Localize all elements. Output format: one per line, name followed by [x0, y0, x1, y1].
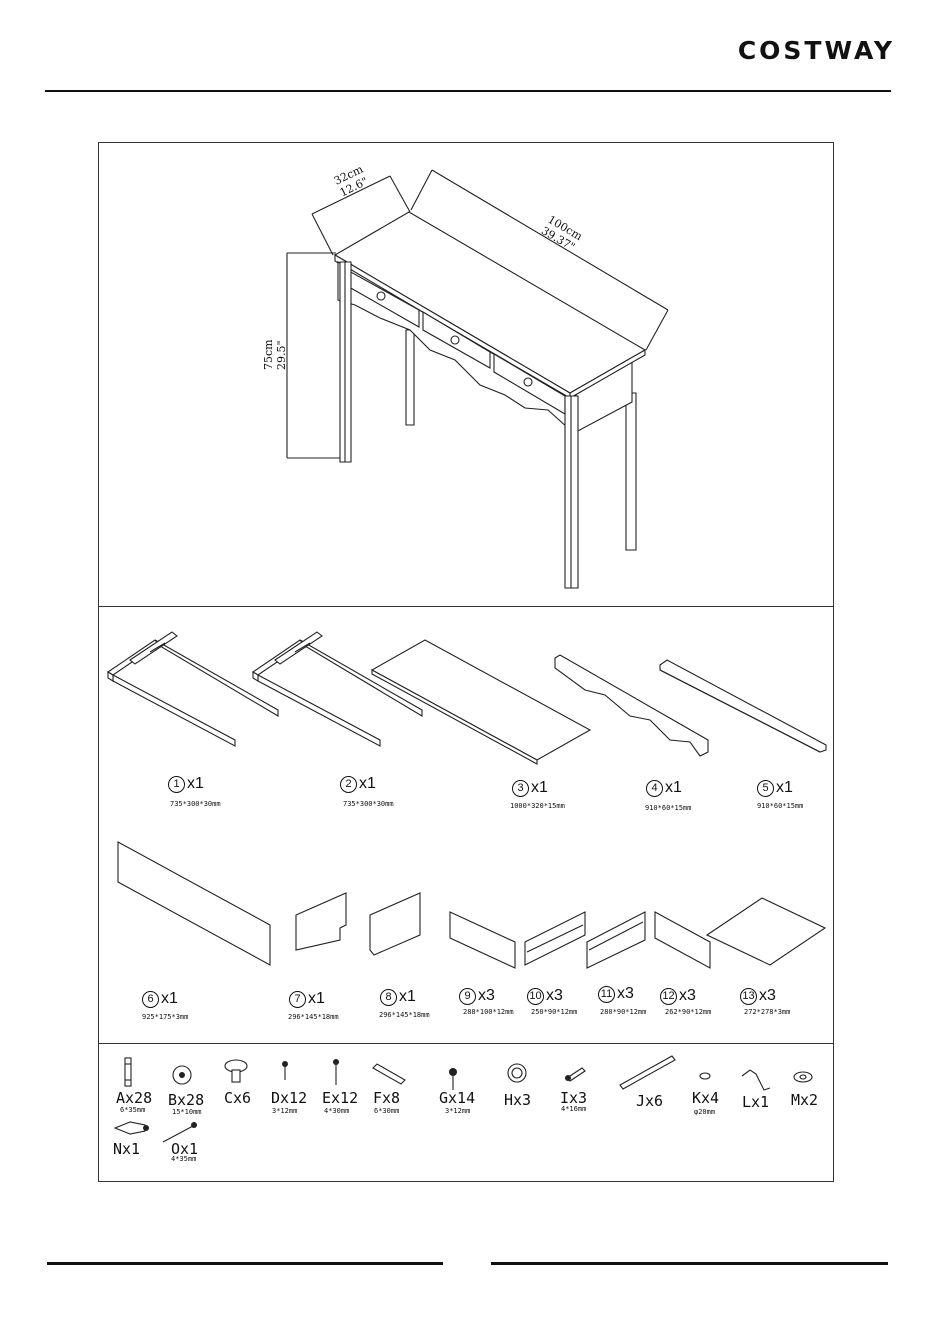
part-2-dim: 735*300*30mm: [343, 800, 394, 808]
section-divider-1: [99, 606, 833, 607]
hardware-o-dim: 4*35mm: [171, 1155, 197, 1163]
hardware-g-dim: 3*12mm: [445, 1107, 471, 1115]
part-2-leg-frame: [251, 631, 423, 747]
hardware-j-label: Jx6: [636, 1092, 664, 1110]
part-5-rail: [659, 659, 827, 753]
knob-icon: [224, 1059, 248, 1083]
footer-divider-right: [491, 1262, 888, 1265]
hardware-g-label: Gx14: [439, 1089, 476, 1107]
hardware-f-label: Fx8: [373, 1089, 401, 1107]
brand-logo: COSTWAY: [737, 36, 895, 65]
hardware-i-dim: 4*16mm: [561, 1105, 587, 1113]
dowel-icon: [124, 1057, 132, 1087]
flat-screw-icon: [449, 1068, 457, 1090]
long-screw-icon: [162, 1122, 197, 1143]
part-13-dim: 272*278*3mm: [744, 1008, 791, 1016]
part-13-drawer-bottom: [705, 897, 827, 966]
hardware-a-dim: 6*35mm: [120, 1106, 146, 1114]
part-12-dim: 262*90*12mm: [665, 1008, 712, 1016]
part-1-dim: 735*300*30mm: [170, 800, 221, 808]
screw-icon: [333, 1059, 339, 1085]
back-legs: [405, 329, 637, 551]
hardware-a-label: Ax28: [116, 1089, 153, 1107]
hardware-d-dim: 3*12mm: [272, 1107, 298, 1115]
dimension-lines: [286, 169, 669, 459]
part-7-side-panel: [295, 892, 347, 951]
wooden-dowel-icon: [372, 1063, 406, 1085]
washer-icon: [793, 1071, 813, 1083]
short-screw-icon: [282, 1061, 288, 1080]
section-divider-2: [99, 1043, 833, 1044]
hardware-k-label: Kx4: [692, 1089, 720, 1107]
table-top: [333, 211, 647, 399]
part-11-dim: 280*90*12mm: [600, 1008, 647, 1016]
part-4-dim: 910*60*15mm: [645, 804, 692, 812]
part-3-top-panel: [370, 639, 592, 765]
allen-key-icon: [741, 1069, 771, 1091]
hardware-i-label: Ix3: [560, 1089, 588, 1107]
part-4-apron: [554, 654, 709, 757]
header-divider: [45, 90, 891, 92]
part-8-dim: 296*145*18mm: [379, 1011, 430, 1019]
hardware-d-label: Dx12: [271, 1089, 308, 1107]
part-10-dim: 250*90*12mm: [531, 1008, 578, 1016]
part-5-dim: 910*60*15mm: [757, 802, 804, 810]
hardware-n-label: Nx1: [113, 1140, 141, 1158]
wall-anchor-icon: [113, 1121, 149, 1135]
part-3-dim: 1000*320*15mm: [510, 802, 565, 810]
part-1-leg-frame: [106, 631, 279, 747]
front-legs: [339, 261, 579, 589]
hardware-e-dim: 4*30mm: [324, 1107, 350, 1115]
drawer-knob-icon: [507, 1063, 527, 1083]
hardware-h-label: Hx3: [504, 1091, 532, 1109]
hardware-b-label: Bx28: [168, 1091, 205, 1109]
hardware-e-label: Ex12: [322, 1089, 359, 1107]
hardware-b-dim: 15*10mm: [172, 1108, 202, 1116]
rod-icon: [619, 1055, 676, 1090]
part-11-drawer-back: [586, 911, 646, 969]
hardware-f-dim: 6*30mm: [374, 1107, 400, 1115]
cam-lock-icon: [172, 1065, 192, 1085]
part-10-drawer-side: [524, 911, 586, 966]
instruction-frame: [98, 142, 834, 1182]
part-12-drawer-side: [654, 911, 711, 969]
footer-divider-left: [47, 1262, 443, 1265]
hardware-m-label: Mx2: [791, 1091, 819, 1109]
part-9-drawer-front: [449, 911, 516, 969]
hardware-c-label: Cx6: [224, 1089, 252, 1107]
part-8-side-panel: [369, 892, 421, 956]
hardware-o-label: Ox1: [171, 1140, 199, 1158]
part-6-dim: 925*175*3mm: [142, 1013, 189, 1021]
cap-icon: [699, 1072, 711, 1080]
hardware-l-label: Lx1: [742, 1093, 770, 1111]
part-6-back-panel: [117, 841, 271, 966]
hardware-k-dim: φ20mm: [694, 1108, 716, 1116]
bolt-icon: [565, 1067, 586, 1082]
part-9-dim: 288*100*12mm: [463, 1008, 514, 1016]
part-7-dim: 296*145*18mm: [288, 1013, 339, 1021]
